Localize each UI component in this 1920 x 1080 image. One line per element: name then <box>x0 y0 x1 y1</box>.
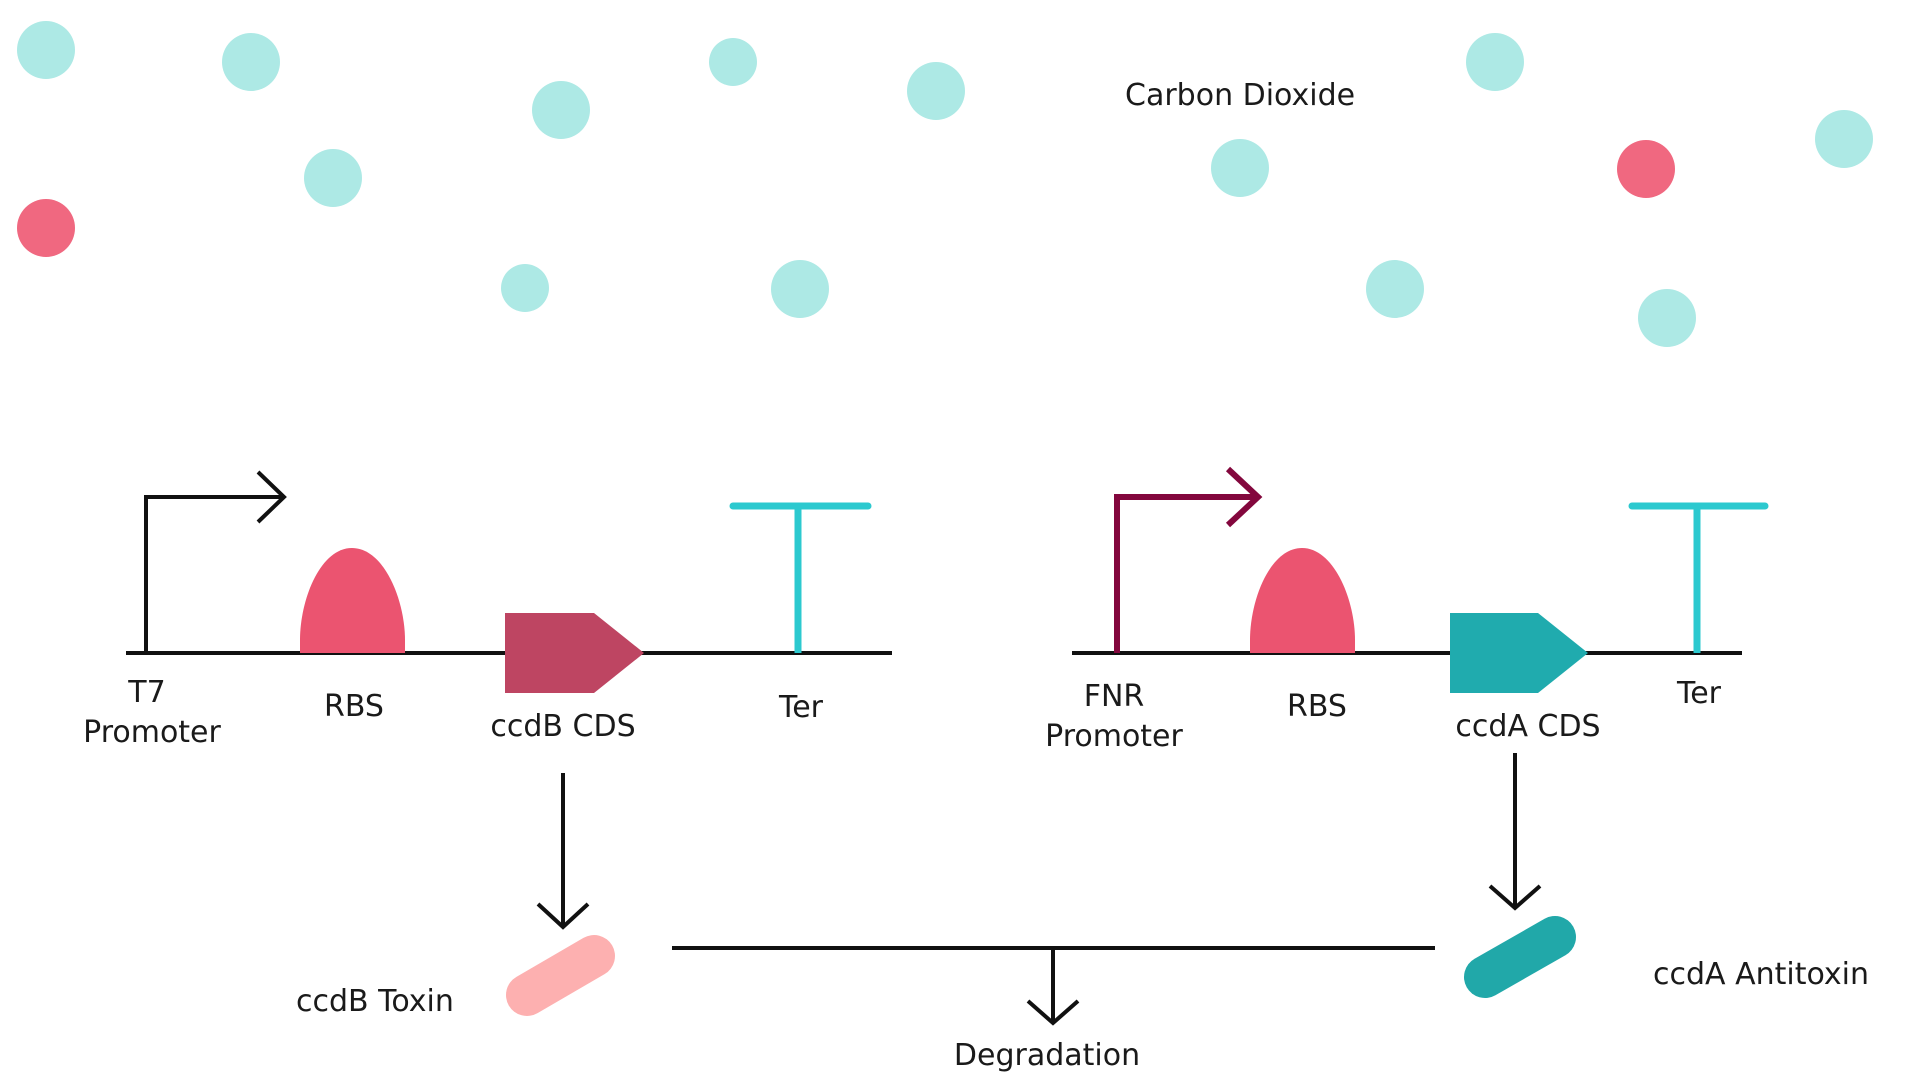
molecule-field <box>17 21 1873 347</box>
co2-molecule <box>17 21 75 79</box>
co2-molecule <box>222 33 280 91</box>
co2-molecule <box>771 260 829 318</box>
co2-molecule <box>532 81 590 139</box>
co2-molecule <box>1638 289 1696 347</box>
ccdb-cds-shape <box>505 613 644 693</box>
circuit-left: T7 Promoter RBS ccdB CDS Ter <box>83 470 892 750</box>
terminator-label: Ter <box>1676 676 1722 711</box>
rbs-shape <box>300 548 405 653</box>
ccda-antitoxin-label: ccdA Antitoxin <box>1653 957 1869 992</box>
t7-promoter-arrow <box>144 495 284 653</box>
circuit-right: FNR Promoter RBS ccdA CDS Ter <box>1045 466 1769 754</box>
co2-label: Carbon Dioxide <box>1125 78 1355 113</box>
ccda-cds-label: ccdA CDS <box>1455 709 1600 744</box>
expression-arrow-left <box>536 773 590 930</box>
oxygen-molecule <box>17 199 75 257</box>
t7-promoter-label-line1: T7 <box>127 675 165 710</box>
ccda-cds-shape <box>1450 613 1588 693</box>
fnr-promoter-label-line2: Promoter <box>1045 719 1183 754</box>
co2-molecule <box>1366 260 1424 318</box>
t7-promoter-arrowhead <box>256 470 287 524</box>
rbs-label: RBS <box>324 689 384 724</box>
co2-molecule <box>907 62 965 120</box>
ccdb-toxin-shape <box>506 935 615 1016</box>
rbs-label: RBS <box>1287 689 1347 724</box>
co2-molecule <box>304 149 362 207</box>
degradation-arrow <box>672 946 1435 1026</box>
expression-arrow-right <box>1488 753 1542 911</box>
co2-molecule <box>1815 110 1873 168</box>
rbs-shape <box>1250 548 1355 653</box>
degradation-label: Degradation <box>954 1038 1140 1073</box>
co2-molecule <box>1466 33 1524 91</box>
oxygen-molecule <box>1617 140 1675 198</box>
ccdb-cds-label: ccdB CDS <box>490 709 635 744</box>
co2-molecule <box>709 38 757 86</box>
fnr-promoter-label-line1: FNR <box>1084 679 1145 714</box>
fnr-promoter-arrowhead <box>1225 466 1263 528</box>
co2-molecule <box>1211 139 1269 197</box>
fnr-promoter-arrow <box>1114 494 1258 653</box>
terminator-label: Ter <box>778 690 824 725</box>
t7-promoter-label-line2: Promoter <box>83 715 221 750</box>
ccda-antitoxin-shape <box>1464 916 1576 998</box>
ccdb-toxin-label: ccdB Toxin <box>296 984 454 1019</box>
co2-molecule <box>501 264 549 312</box>
